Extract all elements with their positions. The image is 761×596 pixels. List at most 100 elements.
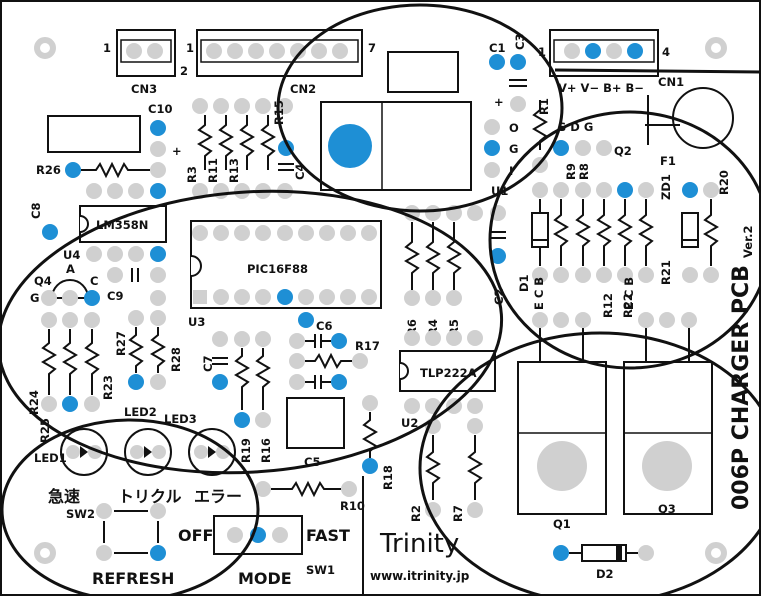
reg-pin-o: O	[509, 121, 519, 135]
mounting-hole	[705, 542, 727, 564]
d2-diode: D2	[553, 544, 654, 581]
cn2-label: CN2	[290, 82, 316, 96]
r8-label: R8	[577, 163, 591, 180]
resistor-bank-left	[41, 310, 166, 412]
sw2-label: SW2	[66, 507, 95, 521]
cn2-connector: 1 7 CN2	[186, 29, 376, 96]
r20-label: R20	[717, 170, 731, 195]
r19-label: R19	[239, 438, 253, 463]
q2-pin-names: S D G	[558, 120, 593, 134]
pcb-title: 006P CHARGER PCB	[729, 265, 754, 510]
r1-label: R1	[537, 98, 551, 115]
zd1-label: ZD1	[659, 174, 673, 200]
r21-label: R21	[659, 260, 673, 285]
q1-label: Q1	[553, 517, 571, 531]
c1-c3-capacitors: C1 C3 +	[489, 34, 527, 112]
q3-transistor: E C B Q3	[622, 277, 713, 516]
r23-label: R23	[101, 375, 115, 400]
annotation-circles	[0, 3, 761, 596]
r2-label: R2	[409, 505, 423, 522]
pic16f88-label: PIC16F88	[247, 262, 308, 276]
c4-label: C4	[293, 164, 307, 180]
fast-label: FAST	[306, 526, 350, 545]
cn1-connector: 1 4 V+ V− B+ B− CN1	[538, 29, 684, 95]
middle-passives	[212, 312, 368, 428]
u2-photorelay: TLP222A U2	[399, 330, 496, 430]
f1-label: F1	[660, 154, 676, 168]
u3-label: U3	[188, 315, 205, 329]
off-label: OFF	[178, 526, 213, 545]
r16-label: R16	[259, 438, 273, 463]
resistor-bank-mid	[404, 205, 506, 306]
mounting-hole	[34, 542, 56, 564]
cn2-pin7-label: 7	[368, 41, 376, 55]
sw1-label: SW1	[306, 563, 335, 577]
cn3-pin1-label: 1	[103, 41, 111, 55]
annotation-circle	[418, 331, 761, 596]
c10-capacitor: C10 +	[47, 102, 182, 158]
led3-label: LED3	[164, 412, 197, 426]
c8-label: C8	[29, 203, 43, 219]
r12-label: R12	[601, 293, 615, 318]
leds	[60, 428, 236, 476]
led3-caption: エラー	[194, 487, 242, 506]
led2-caption: トリクル	[118, 487, 182, 506]
pad	[147, 43, 163, 59]
cn3-label: CN3	[131, 82, 157, 96]
c10-plus: +	[172, 144, 182, 158]
r10-label: R10	[340, 499, 365, 513]
highlight-pad	[328, 124, 372, 168]
cn3-connector: 1 2 CN3	[103, 29, 188, 96]
q3-pins: E C B	[622, 277, 636, 310]
c6-label: C6	[316, 319, 332, 333]
annotation-circle	[0, 418, 260, 596]
led1-label: LED1	[34, 451, 67, 465]
cn3-pin2-label: 2	[180, 64, 188, 78]
cn1-pin4-label: 4	[662, 45, 670, 59]
q4-pin-a: A	[66, 262, 75, 276]
c7-label: C7	[201, 356, 215, 372]
r10-resistor: R10	[255, 480, 365, 513]
r26-resistor: R26	[36, 161, 166, 179]
led1-caption: 急速	[48, 487, 80, 506]
d1-label: D1	[517, 274, 531, 292]
c1-label: C1	[489, 41, 505, 55]
q4-pin-c: C	[90, 274, 98, 288]
u3-microcontroller: PIC16F88 U3	[188, 220, 382, 329]
brand-url: www.itrinity.jp	[370, 569, 470, 583]
r28-label: R28	[169, 347, 183, 372]
r22-label: R22	[621, 293, 635, 318]
c9-label: C9	[107, 289, 123, 303]
u1-regulator: O G I U1	[320, 51, 519, 198]
led2-label: LED2	[124, 405, 157, 419]
r26-label: R26	[36, 163, 61, 177]
u4-opamp: LM358N C8 U4 C9	[29, 203, 167, 306]
q2-label: Q2	[614, 144, 632, 158]
resistor-bank-right	[531, 199, 719, 283]
brand-logo: Trinity	[379, 529, 459, 559]
r18-label: R18	[381, 465, 395, 490]
r7-label: R7	[451, 505, 465, 522]
r11-label: R11	[206, 158, 220, 183]
sw2-refresh-switch: SW2 REFRESH	[66, 503, 174, 588]
q3-label: Q3	[658, 502, 676, 516]
annotation-circle	[276, 3, 564, 213]
r17-label: R17	[355, 339, 380, 353]
r13-label: R13	[227, 158, 241, 183]
version-label: Ver.2	[741, 226, 755, 258]
mode-label: MODE	[238, 569, 292, 588]
mounting-hole	[705, 37, 727, 59]
highlight-pad	[585, 43, 601, 59]
tlp222a-label: TLP222A	[420, 366, 477, 380]
plus-sign: +	[494, 95, 504, 109]
mounting-hole	[34, 37, 56, 59]
cn1-label: CN1	[658, 75, 684, 89]
r3-label: R3	[185, 166, 199, 183]
q4-pin-g: G	[30, 291, 39, 305]
resistor-bank-top	[192, 98, 294, 171]
pad	[126, 43, 142, 59]
refresh-label: REFRESH	[92, 569, 174, 588]
c10-label: C10	[148, 102, 172, 116]
cn1-pin-names: V+ V− B+ B−	[558, 81, 644, 95]
